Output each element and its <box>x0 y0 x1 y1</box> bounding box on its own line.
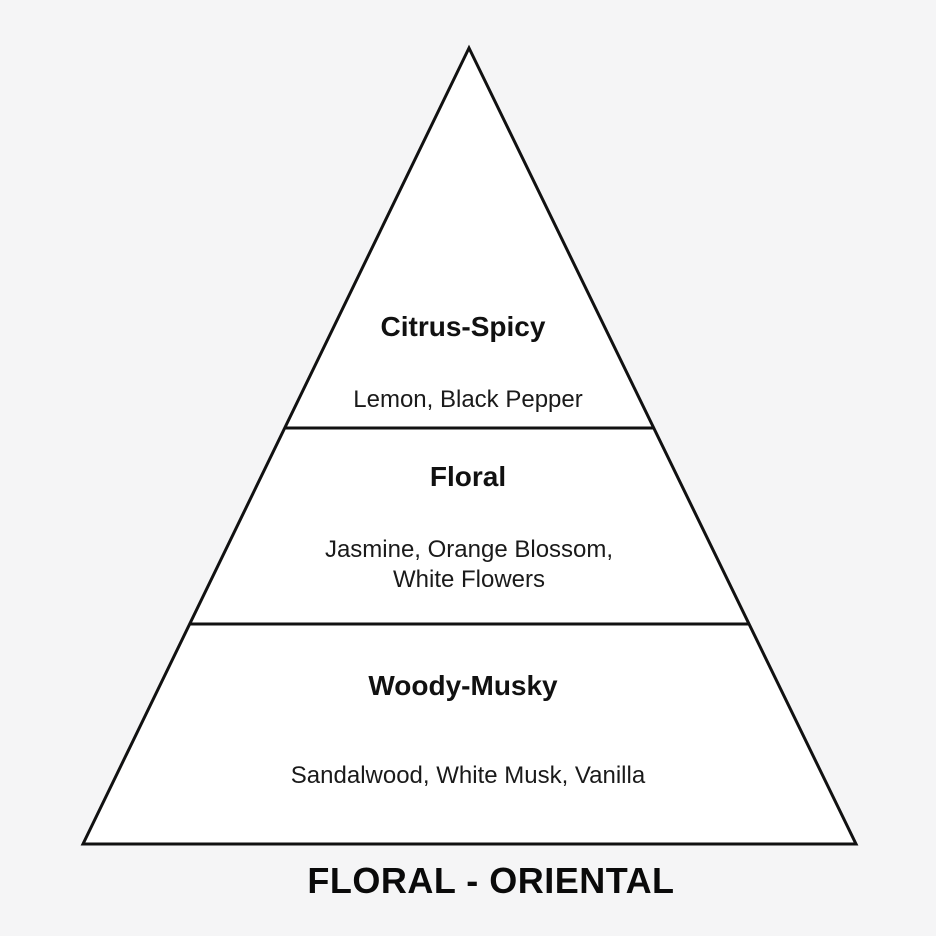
tier-top-title: Citrus-Spicy <box>381 311 546 342</box>
pyramid-outline <box>80 44 859 846</box>
tier-top: Citrus-Spicy Lemon, Black Pepper <box>353 311 582 413</box>
pyramid-caption: FLORAL - ORIENTAL <box>307 860 674 901</box>
tier-middle-title: Floral <box>430 461 506 492</box>
tier-middle-notes-line-1: Jasmine, Orange Blossom, <box>325 536 613 563</box>
tier-middle: Floral Jasmine, Orange Blossom, White Fl… <box>325 461 613 593</box>
tier-top-notes: Lemon, Black Pepper <box>353 386 582 413</box>
tier-bottom-notes: Sandalwood, White Musk, Vanilla <box>291 762 646 789</box>
tier-bottom-title: Woody-Musky <box>368 670 558 701</box>
tier-middle-notes-line-2: White Flowers <box>393 566 545 593</box>
tier-bottom: Woody-Musky Sandalwood, White Musk, Vani… <box>291 670 646 789</box>
